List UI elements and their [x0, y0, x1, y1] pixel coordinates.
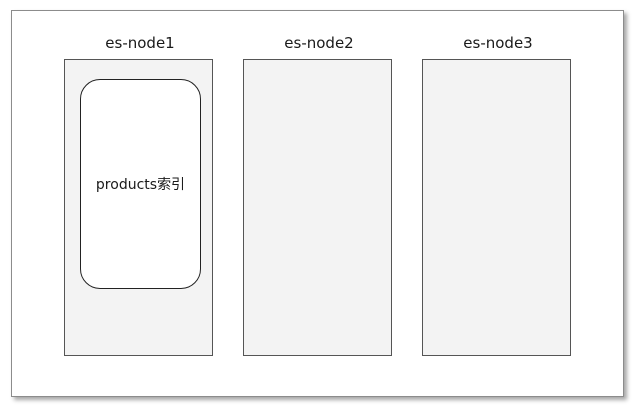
node-label-es-node1: es-node1	[105, 34, 175, 52]
products-index-shape: products索引	[80, 79, 201, 289]
node-label-es-node2: es-node2	[284, 34, 354, 52]
node-box-es-node3	[422, 59, 571, 356]
node-box-es-node2	[243, 59, 392, 356]
products-index-label: products索引	[95, 177, 186, 193]
node-label-es-node3: es-node3	[463, 34, 533, 52]
